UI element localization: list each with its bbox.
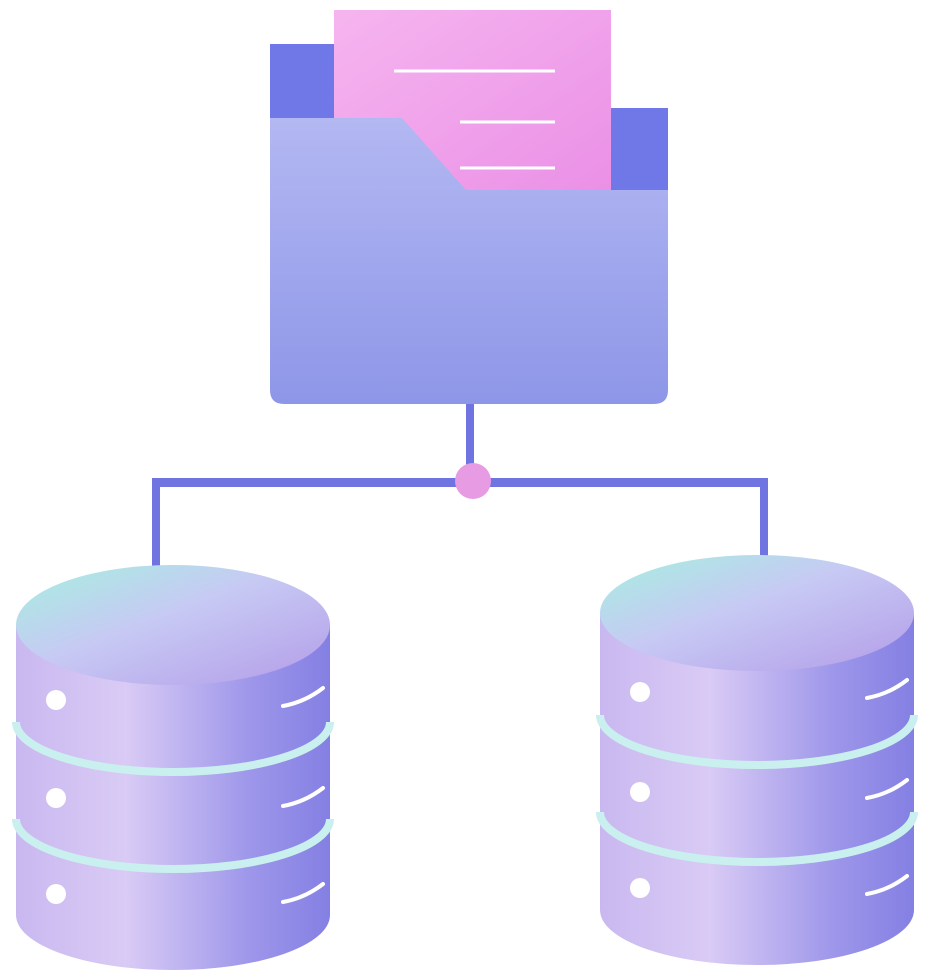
database-led-1 (46, 690, 66, 710)
database-top (16, 565, 330, 685)
database-slot-1 (865, 678, 909, 700)
database-icon (12, 565, 334, 970)
database-led-2 (46, 788, 66, 808)
database-led-2 (630, 782, 650, 802)
database-slot-1 (281, 686, 325, 708)
database-body (16, 625, 330, 970)
database-led-3 (46, 884, 66, 904)
database-slot-3 (281, 882, 325, 904)
database-slot-2 (281, 786, 325, 808)
database-body (600, 613, 914, 965)
connector-right-drop (760, 478, 768, 560)
database-band-2 (12, 818, 334, 873)
connector-stem (466, 404, 474, 482)
folder-back-right (605, 108, 668, 190)
database-top (600, 555, 914, 671)
folder-icon (270, 10, 668, 404)
connector-lines (152, 404, 768, 568)
database-band-2 (596, 811, 918, 866)
folder-front (270, 118, 668, 404)
connector-left-drop (152, 478, 160, 568)
database-band-1 (12, 721, 334, 776)
database-band-1 (596, 714, 918, 769)
folder-back-left (270, 44, 334, 120)
database-led-3 (630, 878, 650, 898)
database-led-1 (630, 682, 650, 702)
database-icon (596, 555, 918, 965)
database-right (596, 555, 918, 965)
database-left (12, 565, 334, 970)
database-slot-3 (865, 874, 909, 896)
junction-node (455, 463, 491, 499)
database-slot-2 (865, 778, 909, 800)
